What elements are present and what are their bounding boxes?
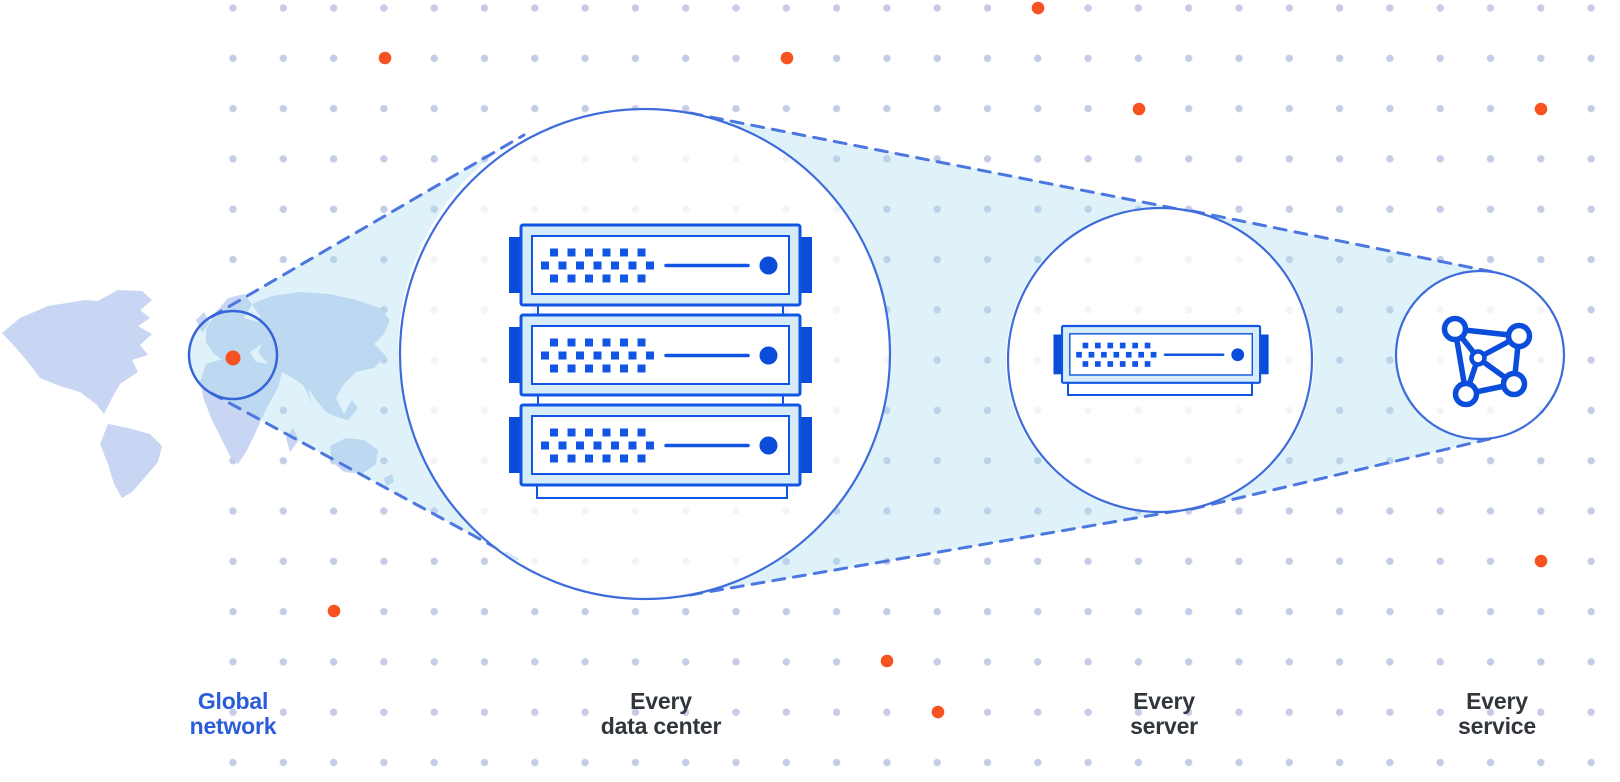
server-rack-stack-icon xyxy=(507,223,814,499)
location-marker-icon xyxy=(225,350,241,366)
server-rack-unit-3 xyxy=(507,403,814,487)
caption-line: service xyxy=(1458,713,1536,739)
server-rack-unit-1 xyxy=(507,223,814,307)
global-network-circle xyxy=(187,309,279,401)
service-circle xyxy=(1394,269,1566,441)
caption-every-server: Every server xyxy=(1054,689,1274,739)
accent-dots xyxy=(327,1,1548,719)
network-graph-icon xyxy=(1441,315,1533,408)
caption-every-service: Every service xyxy=(1387,689,1607,739)
caption-global-network: Global network xyxy=(123,689,343,739)
caption-line: Every xyxy=(1133,688,1195,714)
caption-line: Every xyxy=(1466,688,1528,714)
world-map xyxy=(2,290,394,498)
zoom-dashed-lines xyxy=(209,111,1500,597)
server-circle xyxy=(1006,206,1314,514)
caption-line: server xyxy=(1130,713,1198,739)
caption-line: Every xyxy=(630,688,692,714)
beam-map-to-datacenter xyxy=(189,135,524,563)
beam-datacenter-to-server xyxy=(690,113,1188,595)
caption-line: Global xyxy=(197,688,269,714)
caption-line: network xyxy=(189,713,277,739)
beam-server-to-service xyxy=(1192,211,1498,509)
caption-every-data-center: Every data center xyxy=(551,689,771,739)
zoom-beams xyxy=(189,113,1498,595)
server-rack-unit-2 xyxy=(507,313,814,397)
caption-line: data center xyxy=(600,713,722,739)
single-server-icon xyxy=(1052,324,1270,396)
data-center-circle xyxy=(398,107,892,601)
